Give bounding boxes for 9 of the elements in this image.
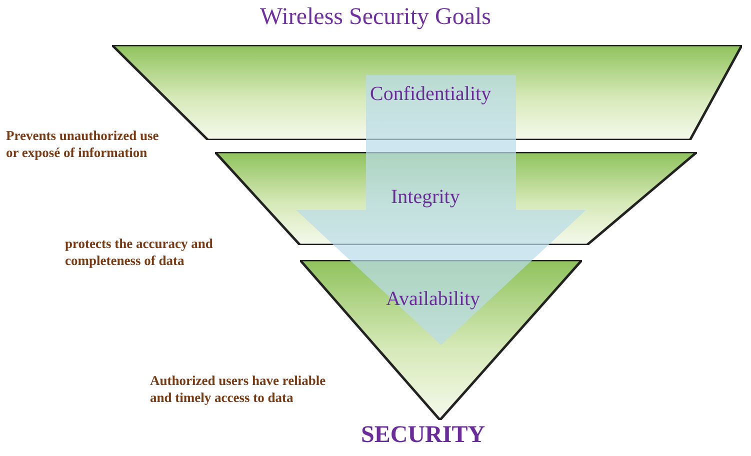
band-label: Availability xyxy=(386,288,480,311)
block-arrow xyxy=(296,75,586,345)
description-text: Authorized users have reliable and timely access to data xyxy=(150,372,327,406)
band-label: Integrity xyxy=(391,186,460,209)
description-text: protects the accuracy and completeness of data xyxy=(65,235,214,269)
band-label: Confidentiality xyxy=(370,83,492,106)
bottom-label: SECURITY xyxy=(361,422,486,449)
description-text: Prevents unauthorized use or exposé of information xyxy=(6,127,160,161)
diagram-title: Wireless Security Goals xyxy=(259,4,492,31)
